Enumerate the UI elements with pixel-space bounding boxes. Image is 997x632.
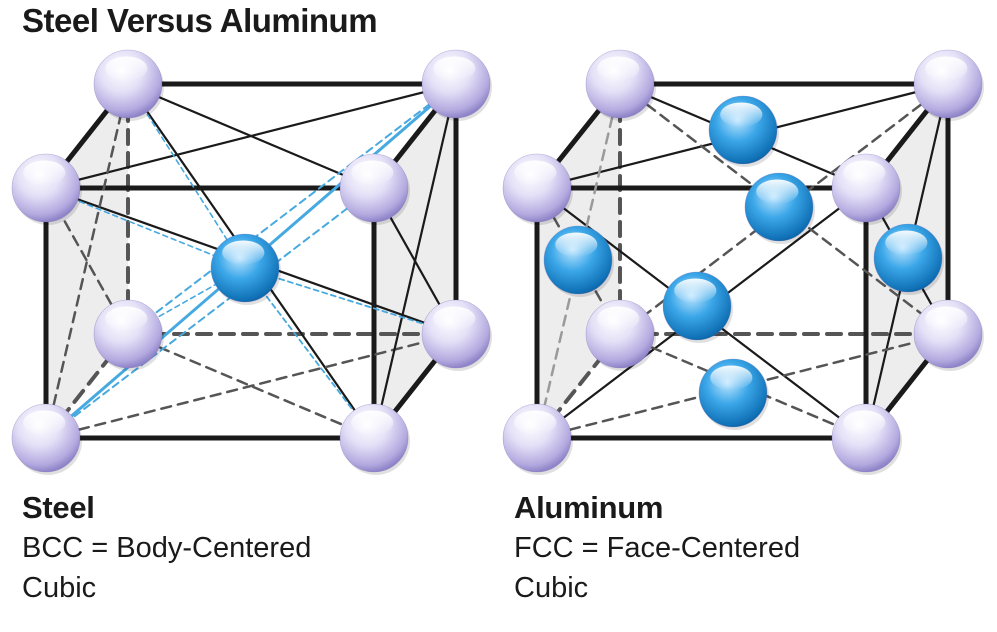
- steel-corner-atom-bbl-highlight: [105, 306, 148, 331]
- steel-corner-atom-btr-highlight: [433, 56, 476, 81]
- steel-dash-3: [126, 332, 376, 440]
- aluminum-face-center-atom-left-highlight: [555, 232, 598, 257]
- aluminum-face-center-atom-right-highlight: [885, 230, 928, 255]
- steel-corner-atom-bbr: [421, 299, 492, 371]
- steel-corner-atom-ftr-highlight: [351, 160, 394, 185]
- steel-corner-atom-ftl: [11, 153, 82, 225]
- steel-blue-2: [45, 187, 375, 439]
- aluminum-face-center-atom-left: [543, 225, 614, 297]
- aluminum-fcc-cube: [502, 49, 984, 475]
- steel-corner-atom-ftr: [339, 153, 410, 225]
- steel-corner-atom-ftl-highlight: [23, 160, 66, 185]
- steel-blue-3: [127, 83, 246, 269]
- steel-dash-2: [44, 332, 458, 440]
- steel-corner-atom-bbr-highlight: [433, 306, 476, 331]
- aluminum-description-line2: Cubic: [514, 572, 589, 604]
- steel-blue-4: [45, 187, 246, 269]
- steel-corner-atom-fbr-highlight: [351, 410, 394, 435]
- aluminum-corner-atom-btl: [585, 49, 656, 121]
- aluminum-corner-atom-bbr: [913, 299, 984, 371]
- aluminum-face-center-atom-top: [708, 95, 779, 167]
- steel-blue-5: [244, 267, 457, 335]
- aluminum-face-center-atom-top-highlight: [720, 102, 763, 127]
- steel-corner-atom-fbl-highlight: [23, 410, 66, 435]
- aluminum-face-center-atom-right: [873, 223, 944, 295]
- aluminum-face-center-atom-bottom: [698, 358, 769, 430]
- steel-corner-atom-btl-highlight: [105, 56, 148, 81]
- aluminum-corner-atom-ftr: [831, 153, 902, 225]
- steel-corner-atom-fbr: [339, 403, 410, 475]
- aluminum-corner-atom-fbl: [502, 403, 573, 475]
- aluminum-corner-atom-fbl-highlight: [514, 410, 557, 435]
- aluminum-corner-atom-ftl-highlight: [514, 160, 557, 185]
- steel-description-line1: BCC = Body-Centered: [22, 532, 312, 564]
- aluminum-corner-atom-bbl-highlight: [597, 306, 640, 331]
- aluminum-corner-atom-btr-highlight: [925, 56, 968, 81]
- aluminum-corner-atom-ftl: [502, 153, 573, 225]
- aluminum-caption: Aluminum FCC = Face-Centered Cubic: [514, 488, 800, 608]
- steel-corner-atom-fbl: [11, 403, 82, 475]
- aluminum-corner-atom-fbr: [831, 403, 902, 475]
- aluminum-face-center-atom-back: [744, 172, 815, 244]
- steel-description-line2: Cubic: [22, 572, 97, 604]
- steel-corner-atom-btl: [93, 49, 164, 121]
- diagram-title: Steel Versus Aluminum: [22, 2, 378, 39]
- aluminum-corner-atom-ftr-highlight: [843, 160, 886, 185]
- aluminum-left-diag2: [535, 82, 622, 440]
- aluminum-face-center-atom-front-highlight: [674, 278, 717, 303]
- aluminum-corner-atom-btr: [913, 49, 984, 121]
- steel-bcc-cube: [11, 49, 492, 475]
- steel-blue-6: [244, 267, 375, 439]
- aluminum-corner-atom-bbr-highlight: [925, 306, 968, 331]
- steel-blue-1: [127, 83, 457, 335]
- steel-line-diag4: [126, 82, 376, 190]
- steel-corner-atom-bbl: [93, 299, 164, 371]
- aluminum-corner-atom-fbr-highlight: [843, 410, 886, 435]
- steel-corner-atom-btr: [421, 49, 492, 121]
- aluminum-bottom-diag2: [618, 332, 868, 440]
- steel-body-center-atom: [210, 233, 281, 305]
- aluminum-corner-atom-btl-highlight: [597, 56, 640, 81]
- steel-line-6: [372, 82, 458, 440]
- steel-label: Steel: [22, 490, 95, 525]
- aluminum-face-center-atom-bottom-highlight: [710, 365, 753, 390]
- aluminum-face-center-atom-front: [662, 271, 733, 343]
- steel-dash-1: [44, 82, 130, 440]
- steel-body-center-atom-highlight: [222, 240, 265, 265]
- aluminum-description-line1: FCC = Face-Centered: [514, 532, 801, 564]
- steel-caption: Steel BCC = Body-Centered Cubic: [22, 488, 311, 608]
- aluminum-corner-atom-bbl: [585, 299, 656, 371]
- aluminum-label: Aluminum: [514, 490, 664, 525]
- aluminum-face-center-atom-back-highlight: [756, 179, 799, 204]
